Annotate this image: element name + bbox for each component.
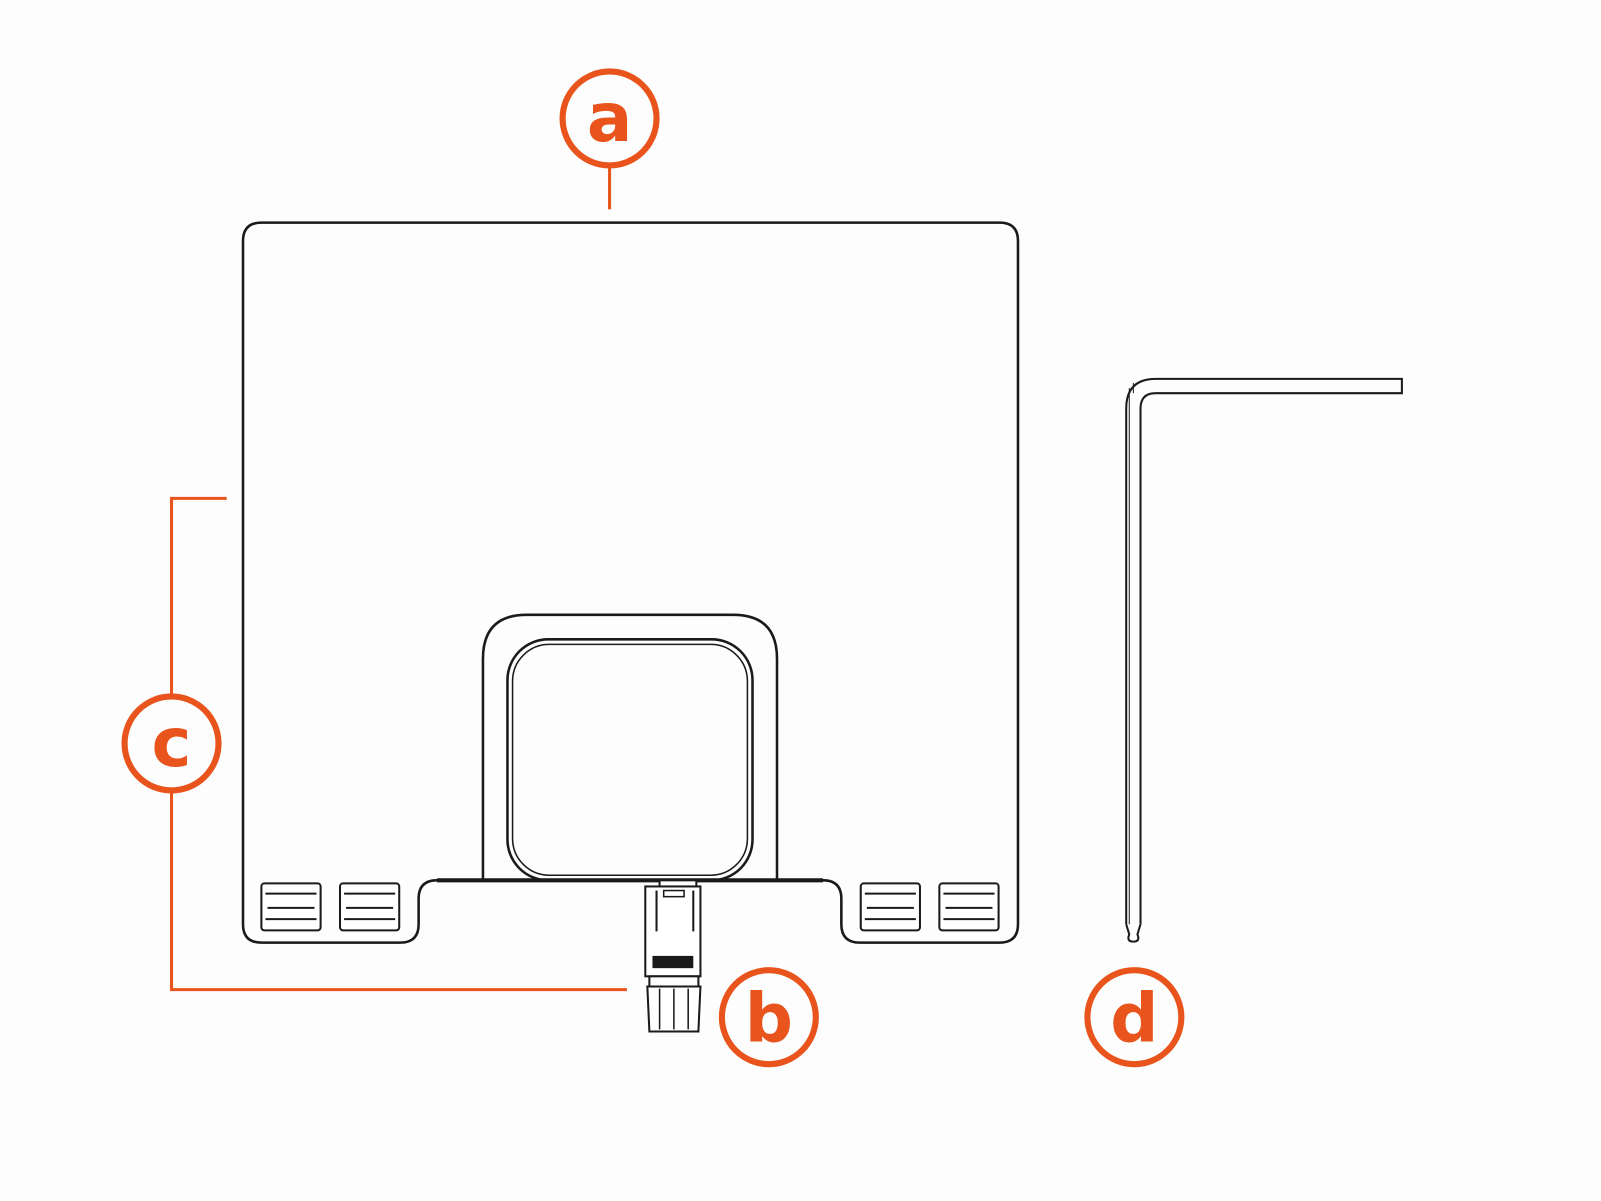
mount-frame [481, 613, 779, 881]
callout-d: d [1084, 967, 1185, 1068]
cable-connector [644, 879, 702, 1033]
callout-lines [170, 166, 627, 992]
callout-b: b [718, 967, 819, 1068]
callout-c-label: c [152, 703, 192, 782]
callout-a: a [559, 68, 660, 169]
feet-clips [260, 882, 1000, 932]
connector-logo [652, 955, 694, 969]
hex-key [1125, 377, 1403, 943]
mount-pad [506, 638, 754, 882]
clip-3 [859, 882, 921, 932]
clip-1 [260, 882, 322, 932]
clip-2 [338, 882, 401, 932]
callout-b-label: b [745, 979, 793, 1058]
callout-a-label: a [587, 78, 632, 157]
callout-c: c [121, 693, 222, 794]
panel [241, 221, 1020, 944]
callout-d-label: d [1110, 979, 1158, 1058]
clip-4 [938, 882, 1000, 932]
